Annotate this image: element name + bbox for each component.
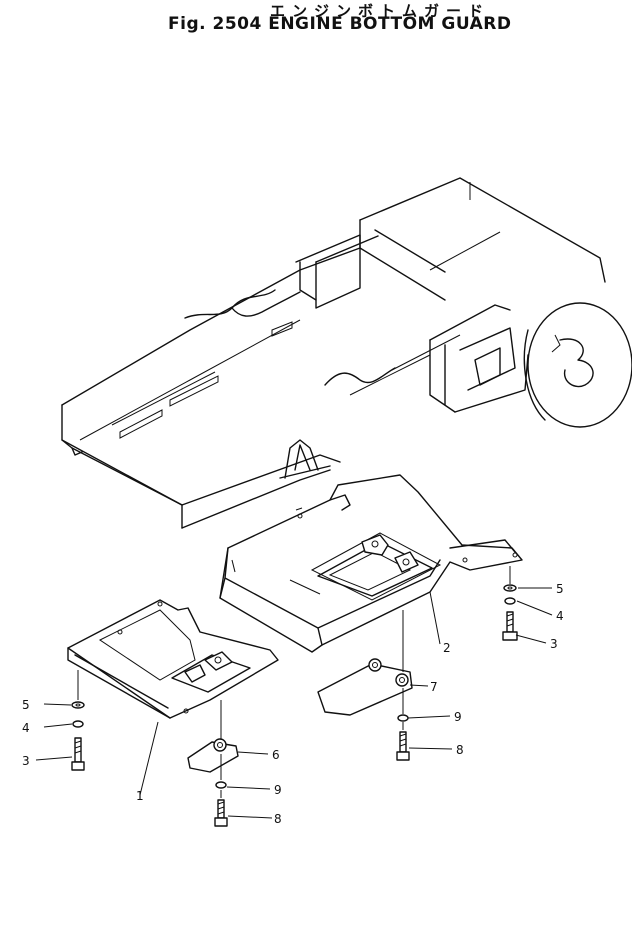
assembly-center-lines — [77, 566, 511, 798]
fasteners-plate-7 — [396, 714, 410, 761]
fasteners-plate-6 — [214, 781, 228, 827]
fasteners-main-guard — [502, 584, 518, 641]
callout-8-left: 8 — [274, 812, 282, 826]
cover-plate-part-6 — [187, 738, 239, 773]
bottom-guard-part-2 — [219, 474, 523, 653]
callout-3-right: 3 — [550, 637, 558, 651]
callout-4-left: 4 — [22, 721, 30, 735]
callout-4-right: 4 — [556, 609, 564, 623]
callout-8-right: 8 — [456, 743, 464, 757]
leader-lines — [35, 587, 553, 819]
figure-title: Fig. 2504 ENGINE BOTTOM GUARD — [168, 14, 512, 34]
figure-title-japanese: エンジンボトムガード — [270, 2, 491, 20]
callout-5-left: 5 — [22, 698, 30, 712]
callout-9-left: 9 — [274, 783, 282, 797]
callout-2: 2 — [443, 641, 451, 655]
callout-3-left: 3 — [22, 754, 30, 768]
cover-plate-part-7 — [317, 658, 413, 716]
bottom-guard-part-1 — [67, 599, 279, 719]
callout-1: 1 — [136, 789, 144, 803]
callout-9-right: 9 — [454, 710, 462, 724]
callout-labels: 5 4 3 2 7 9 8 6 9 8 5 4 3 1 — [22, 582, 564, 826]
callout-5-right: 5 — [556, 582, 564, 596]
callout-7: 7 — [430, 680, 438, 694]
engine-frame — [61, 177, 632, 529]
fasteners-left-guard — [71, 701, 85, 771]
callout-6: 6 — [272, 748, 280, 762]
